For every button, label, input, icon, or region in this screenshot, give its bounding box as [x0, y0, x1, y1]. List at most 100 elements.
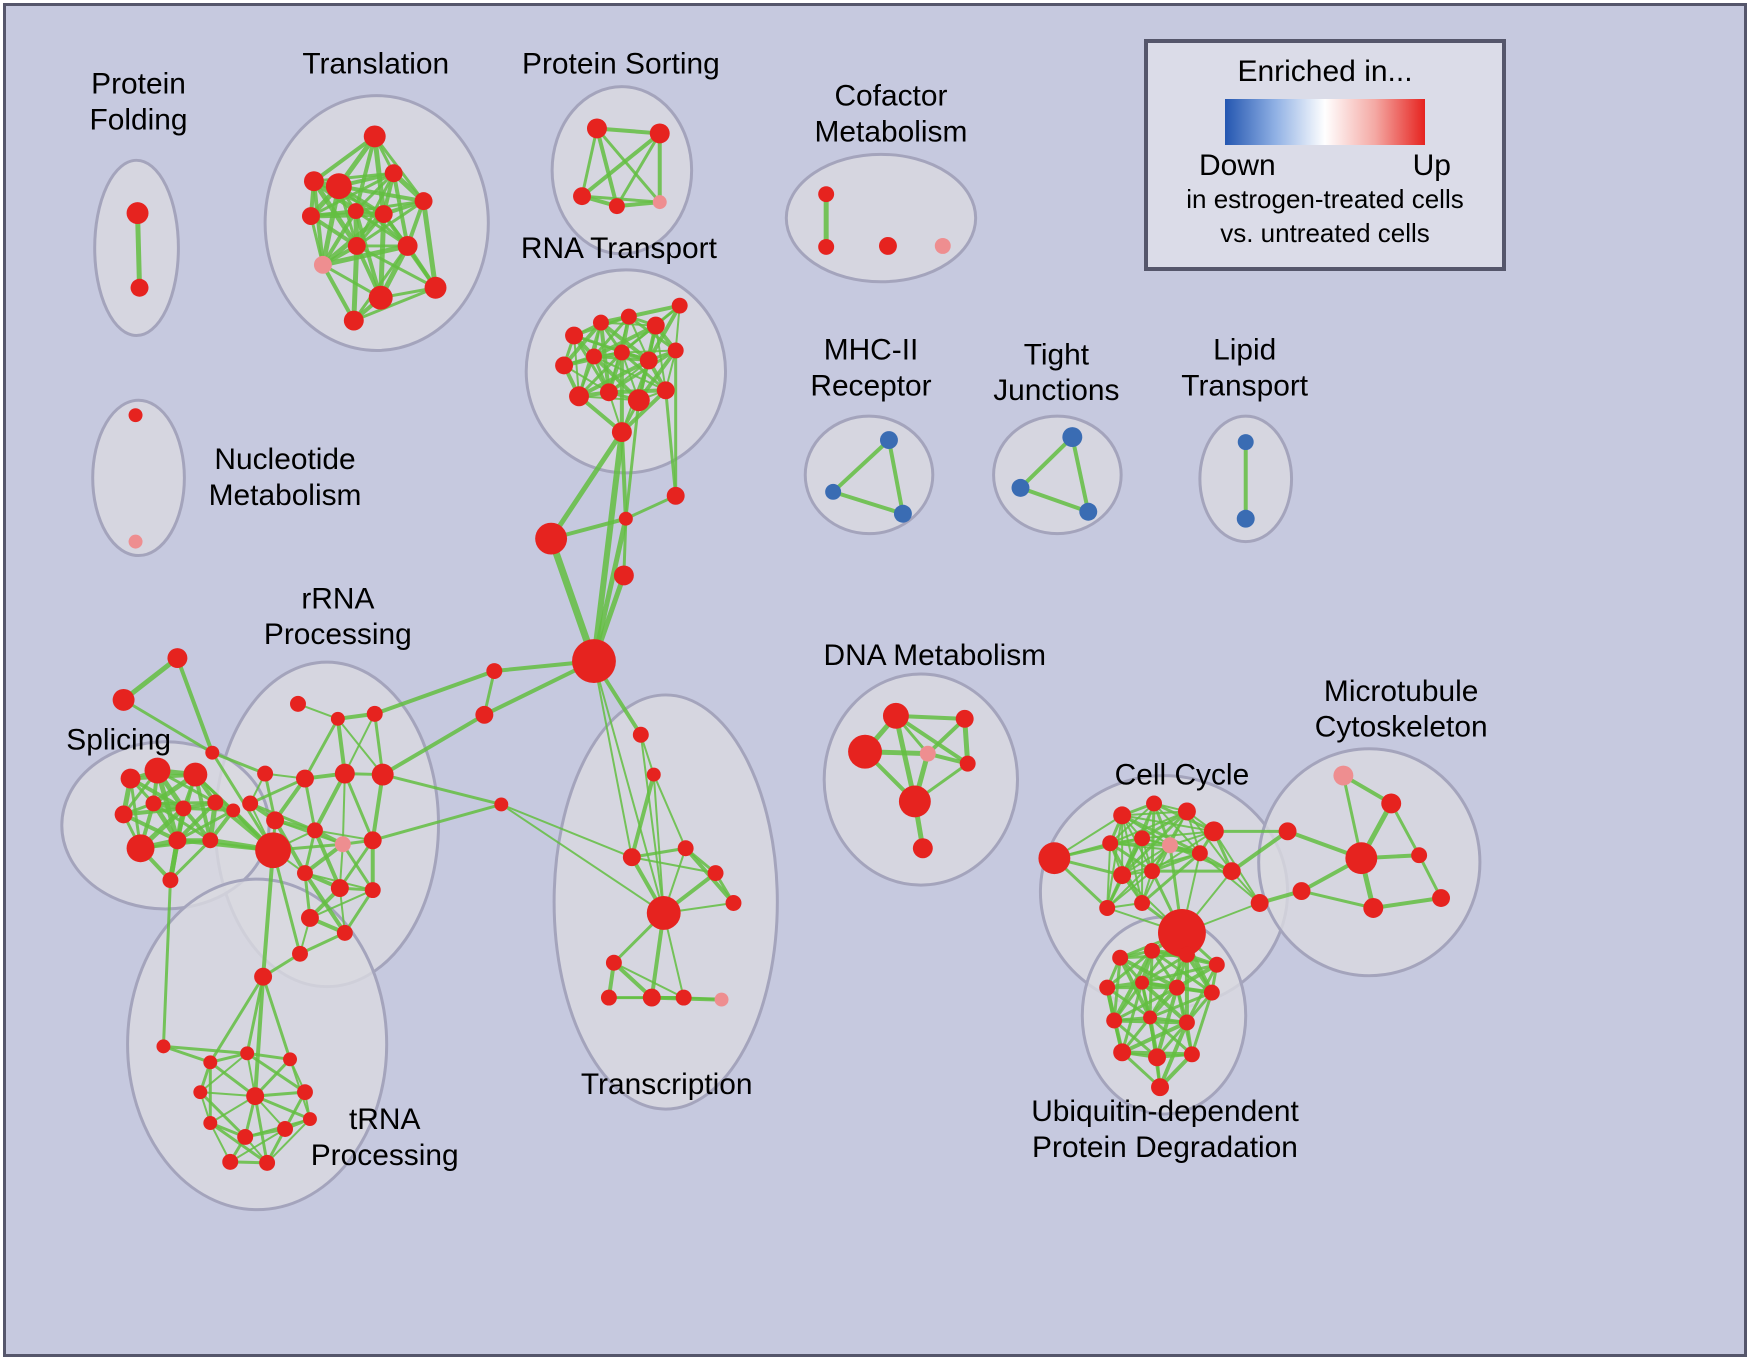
gene-set-node — [1038, 842, 1071, 875]
edge — [303, 717, 340, 781]
gene-set-node — [1178, 946, 1195, 963]
gene-set-node — [255, 832, 292, 869]
gene-set-node — [242, 795, 259, 812]
edge — [1105, 949, 1154, 990]
edge — [548, 429, 625, 542]
cluster-cofactor-metabolism-ellipse — [784, 152, 978, 284]
edge — [619, 388, 668, 435]
gene-set-node — [296, 865, 313, 882]
edge — [1371, 896, 1444, 910]
gene-set-node — [363, 125, 386, 148]
gene-set-node — [1113, 1043, 1132, 1062]
gene-set-node — [1151, 1078, 1169, 1097]
gene-set-node — [1135, 975, 1150, 990]
edge — [320, 243, 411, 268]
gene-set-node — [649, 123, 670, 144]
edge — [1300, 889, 1375, 910]
gene-set-node — [1134, 830, 1151, 847]
gene-set-node — [620, 308, 637, 325]
gene-set-node — [535, 522, 568, 555]
cluster-tight-junctions-ellipse — [992, 414, 1123, 536]
edge — [624, 398, 641, 521]
gene-set-node — [1208, 956, 1225, 973]
edge — [311, 134, 377, 184]
edge — [1109, 810, 1188, 845]
edge — [615, 131, 662, 208]
edge — [336, 184, 426, 204]
gene-set-node — [368, 285, 393, 310]
gene-set-node — [1143, 1010, 1158, 1025]
gene-set-node — [627, 389, 650, 412]
edge — [229, 1128, 287, 1163]
edge — [355, 199, 426, 248]
gene-set-node — [207, 794, 224, 811]
gene-set-node — [302, 1112, 317, 1127]
gene-set-node — [183, 762, 208, 787]
edge — [595, 126, 662, 204]
edge — [580, 194, 662, 204]
gene-set-node — [120, 768, 141, 789]
gene-set-node — [222, 1153, 239, 1170]
edge — [592, 660, 633, 859]
gene-set-node — [879, 431, 898, 450]
gene-set-node — [126, 834, 155, 863]
gene-set-node — [112, 688, 135, 711]
gene-set-node — [893, 504, 912, 523]
gene-set-node — [334, 836, 351, 853]
edge — [308, 211, 387, 219]
gene-set-node — [934, 237, 951, 254]
edge — [308, 889, 374, 919]
gene-set-node — [646, 896, 681, 930]
gene-set-node — [246, 1087, 265, 1106]
edge — [199, 1091, 257, 1098]
gene-set-node — [1411, 847, 1428, 864]
gene-set-node — [725, 895, 742, 911]
edge — [1120, 1020, 1189, 1055]
gene-set-node — [384, 164, 403, 183]
edge — [1141, 830, 1215, 840]
edge — [208, 975, 265, 1064]
edge — [1106, 814, 1124, 909]
edge — [630, 856, 717, 875]
cluster-label-rna-transport: RNA Transport — [521, 232, 718, 265]
gene-set-node — [300, 908, 319, 927]
edge — [370, 772, 385, 843]
gene-set-node — [330, 879, 349, 898]
edge — [161, 1044, 249, 1055]
gene-set-node — [283, 1052, 297, 1067]
cluster-mhc-ii-receptor-ellipse — [803, 414, 935, 536]
gene-set-node — [259, 1154, 276, 1171]
gene-set-node — [1333, 765, 1354, 786]
gene-set-node — [1292, 882, 1311, 901]
gene-set-node — [646, 767, 661, 782]
gene-set-node — [1237, 434, 1254, 451]
gene-set-node — [1191, 845, 1208, 862]
nodes — [112, 118, 1451, 1171]
gene-set-node — [156, 1039, 171, 1054]
gene-set-node — [1102, 835, 1119, 852]
gene-set-node — [193, 1085, 208, 1100]
edge — [320, 262, 356, 323]
edge — [592, 660, 665, 914]
edge — [1140, 851, 1202, 905]
gene-set-node — [306, 822, 323, 839]
gene-set-node — [295, 769, 314, 788]
gene-set-node — [959, 755, 976, 772]
gene-set-node — [1236, 509, 1255, 528]
edge — [590, 429, 625, 665]
gene-set-node — [1113, 806, 1132, 825]
edge — [1109, 802, 1156, 845]
gene-set-node — [205, 745, 220, 760]
gene-set-node — [175, 800, 192, 817]
cluster-label-dna-metabolism: DNA Metabolism — [823, 639, 1046, 672]
edge — [261, 975, 292, 1061]
edge — [121, 812, 180, 843]
edge — [336, 717, 384, 776]
gene-set-node — [573, 187, 591, 206]
gene-set-node — [1162, 837, 1178, 854]
gene-set-node — [325, 173, 352, 200]
